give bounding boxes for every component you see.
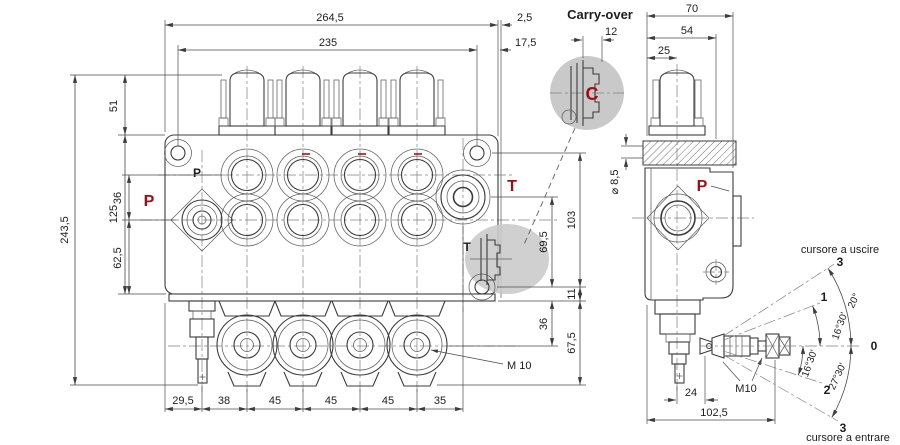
dim-bottom-5-label: 35 [434, 395, 446, 407]
dim-plate-hole: ⌀ 8,5 [609, 134, 643, 194]
dim-carry-over-width: 12 [571, 26, 617, 62]
dim-mount-holes-label: 235 [319, 37, 337, 49]
position-in-work-label: 2 [824, 383, 831, 397]
carry-over-detail: Carry-over C 12 [522, 7, 633, 248]
angle-out-work-label: 16°30' [830, 311, 850, 341]
dim-side-axis-label: 25 [658, 45, 670, 57]
position-out-work-label: 1 [821, 290, 828, 304]
dim-edge-gap-label: 2,5 [517, 12, 532, 24]
dim-bottom-4-label: 45 [382, 395, 394, 407]
dim-base-to-pin-label: 67,5 [566, 332, 578, 353]
dim-cap-height-label: 51 [108, 100, 120, 112]
p-cast-label: P [193, 166, 201, 180]
dim-side-plate-label: 54 [681, 25, 693, 37]
lever-angle-diagram: 20° 16°30' 16°30' 27°30' 3 1 0 2 3 curso… [700, 244, 890, 444]
stud-thread-label: M 10 [507, 360, 531, 372]
dim-t-to-base-label: 69,5 [538, 231, 550, 252]
mount-hole-bottom-right [468, 273, 496, 301]
front-centerlines [140, 66, 560, 392]
dim-bottom-3-label: 45 [325, 395, 337, 407]
dim-side-overall-label: 70 [686, 3, 698, 15]
carry-over-title: Carry-over [567, 7, 633, 22]
dim-base-to-joint-label: 36 [538, 318, 550, 330]
dim-bottom-2-label: 45 [269, 395, 281, 407]
mounting-plate-section [642, 140, 737, 166]
side-view: P 70 54 25 ⌀ 8,5 24 [609, 3, 791, 424]
dim-front-right: 103 69,5 11 36 67,5 [437, 152, 586, 386]
dim-hole-to-edge-label: 17,5 [515, 37, 536, 49]
dim-hole-dia-label: ⌀ 8,5 [609, 170, 621, 195]
valve-body-side [644, 167, 742, 301]
dim-front-top: 264,5 235 2,5 17,5 [164, 12, 536, 146]
dim-axis-to-pivot-label: 24 [685, 387, 697, 399]
valve-body-front [164, 134, 502, 302]
p-port-side-label: P [697, 178, 708, 195]
dim-bottom-1-label: 38 [218, 395, 230, 407]
lever-assembly-side [654, 299, 791, 384]
dim-plug-width-label: 12 [605, 26, 617, 38]
spool-cap-side [648, 69, 706, 136]
lever-thread-label: M10 [735, 383, 756, 395]
dim-bottom-0-label: 29,5 [172, 395, 193, 407]
dim-front-bottom: 29,5 38 45 45 45 35 [164, 226, 464, 412]
t-cast-label: T [463, 240, 471, 254]
dim-port-rows-gap-label: 36 [112, 192, 124, 204]
position-in-max-label: 3 [840, 421, 847, 435]
dim-side-top: 70 54 25 [646, 3, 734, 168]
spool-caps-front [218, 69, 446, 136]
carry-over-letter: C [586, 84, 599, 104]
dim-total-height-label: 243,5 [59, 216, 71, 244]
front-view: P T P T 264,5 235 2,5 17,5 [59, 12, 586, 412]
t-port-label: T [507, 178, 517, 195]
lever-thread-callout: M10 [722, 357, 763, 395]
dim-overall-width-label: 264,5 [316, 12, 344, 24]
lever-out-caption: cursore a uscire [801, 244, 879, 256]
t-port-front [435, 169, 491, 225]
carry-over-plug-location [470, 234, 512, 285]
dim-front-left: 243,5 51 125 36 62,5 [59, 74, 222, 386]
dim-mount-to-base-label: 103 [566, 211, 578, 229]
lever-joints-front [216, 300, 448, 387]
dim-overall-depth-label: 102,5 [700, 407, 728, 419]
position-neutral-label: 0 [871, 339, 878, 353]
p-port-front [170, 188, 234, 252]
lever-in-caption: cursore a entrare [806, 432, 890, 444]
relief-valve-screw [188, 300, 216, 384]
p-port-label: P [144, 193, 155, 210]
position-out-max-label: 3 [837, 255, 844, 269]
dim-side-bottom: 24 102,5 [646, 305, 776, 424]
dim-row-to-bottom-label: 62,5 [112, 247, 124, 268]
dim-body-height-label: 125 [108, 205, 120, 223]
angle-out-max-label: 20° [846, 292, 862, 310]
stud-thread-callout: M 10 [430, 349, 531, 372]
dim-base-step-label: 11 [566, 288, 578, 299]
